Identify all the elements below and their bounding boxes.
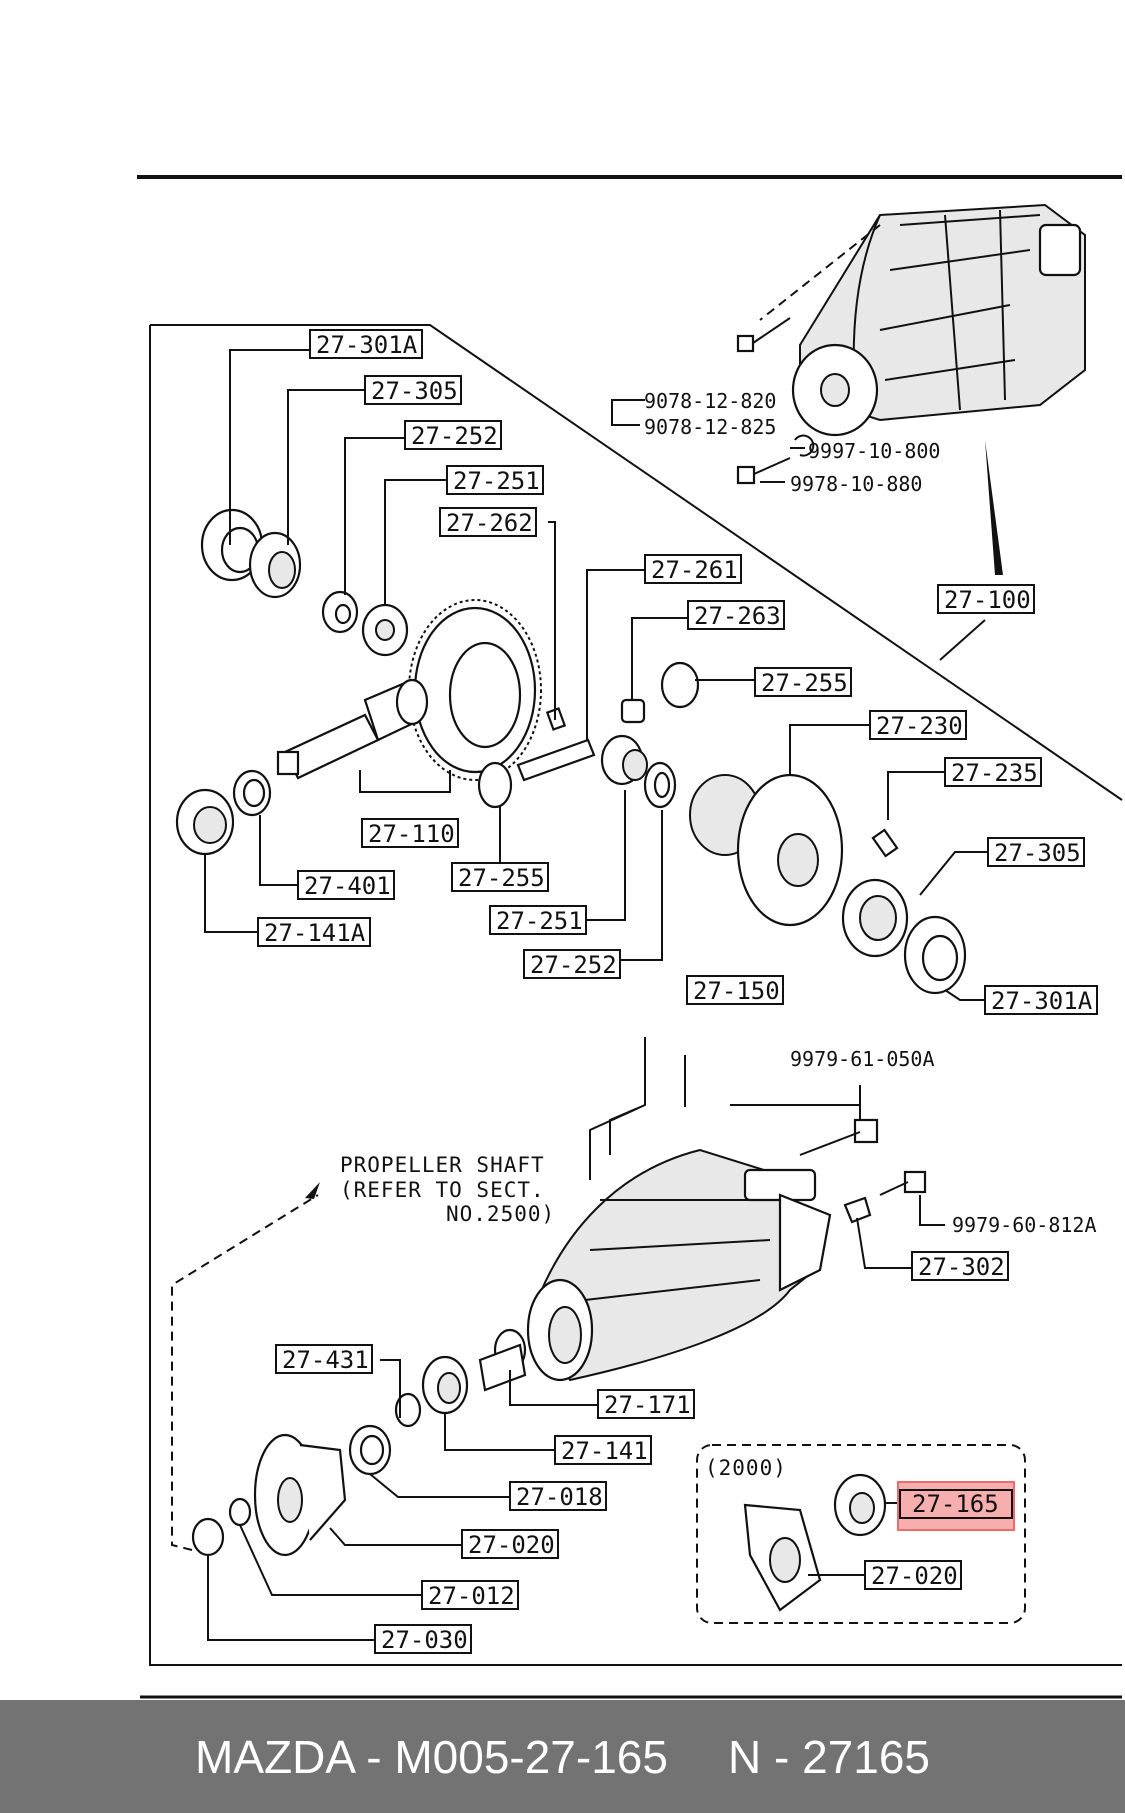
part-label-27-141[interactable]: 27-141 xyxy=(554,1435,652,1465)
svg-text:27-305: 27-305 xyxy=(371,377,458,405)
svg-text:27-302: 27-302 xyxy=(918,1253,1005,1281)
part-label-27-431[interactable]: 27-431 xyxy=(275,1344,373,1374)
svg-text:27-401: 27-401 xyxy=(304,872,391,900)
washer-9997 xyxy=(794,434,815,457)
svg-text:27-252: 27-252 xyxy=(530,951,617,979)
svg-text:27-252: 27-252 xyxy=(411,422,498,450)
svg-text:27-030: 27-030 xyxy=(381,1626,468,1654)
part-label-27-255-mid[interactable]: 27-255 xyxy=(451,862,549,892)
part-label-27-302[interactable]: 27-302 xyxy=(911,1251,1009,1281)
svg-text:27-171: 27-171 xyxy=(604,1391,691,1419)
propeller-note-line3: NO.2500) xyxy=(446,1202,555,1226)
part-label-27-252-mid[interactable]: 27-252 xyxy=(523,949,621,979)
svg-text:27-263: 27-263 xyxy=(694,602,781,630)
part-label-27-165[interactable]: 27-165 xyxy=(899,1489,1013,1519)
side-gear xyxy=(361,603,409,657)
svg-text:27-301A: 27-301A xyxy=(316,331,418,359)
part-label-27-110[interactable]: 27-110 xyxy=(361,818,459,848)
bolt-9979-61 xyxy=(799,1118,879,1156)
footer-number-text: N - 27165 xyxy=(727,1730,930,1783)
propeller-leader xyxy=(171,1194,319,1551)
svg-text:27-020: 27-020 xyxy=(871,1562,958,1590)
bolt-number-5: 9979-61-050A xyxy=(790,1047,935,1071)
part-label-27-262[interactable]: 27-262 xyxy=(439,507,537,537)
part-label-27-141A[interactable]: 27-141A xyxy=(257,917,371,947)
part-label-27-301A-right[interactable]: 27-301A xyxy=(984,985,1098,1015)
part-label-27-305-right[interactable]: 27-305 xyxy=(987,837,1085,867)
part-label-27-255-top[interactable]: 27-255 xyxy=(754,667,852,697)
bearing-outer-race xyxy=(200,508,359,634)
svg-text:27-165: 27-165 xyxy=(912,1490,999,1518)
pinion-gears xyxy=(477,661,700,809)
bolt-number-6: 9979-60-812A xyxy=(952,1213,1097,1237)
part-label-27-252-top[interactable]: 27-252 xyxy=(404,420,502,450)
oil-seal-and-spacer xyxy=(348,1328,527,1476)
part-label-27-261[interactable]: 27-261 xyxy=(644,554,742,584)
arrow-down-icon xyxy=(985,440,1003,575)
svg-text:27-110: 27-110 xyxy=(368,820,455,848)
svg-text:27-261: 27-261 xyxy=(651,556,738,584)
bolt-number-2: 9078-12-825 xyxy=(644,415,776,439)
bolt-number-3: 9997-10-800 xyxy=(808,439,940,463)
footer-bar: MAZDA - M005-27-165 N - 27165 xyxy=(0,1700,1125,1813)
svg-text:27-431: 27-431 xyxy=(282,1346,369,1374)
part-label-27-018[interactable]: 27-018 xyxy=(509,1481,607,1511)
svg-text:27-255: 27-255 xyxy=(761,669,848,697)
carrier-housing-top xyxy=(759,203,1086,437)
part-label-27-301A-top[interactable]: 27-301A xyxy=(309,329,423,359)
svg-text:27-012: 27-012 xyxy=(428,1582,515,1610)
part-label-27-230[interactable]: 27-230 xyxy=(869,710,967,740)
footer-part-text: MAZDA - M005-27-165 xyxy=(195,1730,668,1783)
svg-text:27-301A: 27-301A xyxy=(991,987,1093,1015)
part-label-27-030[interactable]: 27-030 xyxy=(374,1624,472,1654)
part-label-27-251-top[interactable]: 27-251 xyxy=(446,465,544,495)
carrier-housing-bottom xyxy=(526,1148,832,1382)
svg-text:27-141: 27-141 xyxy=(561,1437,648,1465)
svg-text:27-141A: 27-141A xyxy=(264,919,366,947)
svg-text:27-150: 27-150 xyxy=(693,977,780,1005)
variant-box xyxy=(696,1444,1026,1624)
variant-note: (2000) xyxy=(705,1456,787,1480)
svg-text:27-230: 27-230 xyxy=(876,712,963,740)
bolt-9978 xyxy=(736,457,791,485)
pinion-bearing xyxy=(175,769,272,856)
svg-text:27-018: 27-018 xyxy=(516,1483,603,1511)
svg-text:27-262: 27-262 xyxy=(446,509,533,537)
part-label-27-401[interactable]: 27-401 xyxy=(297,870,395,900)
part-label-27-012[interactable]: 27-012 xyxy=(421,1580,519,1610)
svg-text:27-020: 27-020 xyxy=(468,1531,555,1559)
svg-text:27-251: 27-251 xyxy=(496,907,583,935)
svg-text:27-305: 27-305 xyxy=(994,839,1081,867)
propeller-note-line1: PROPELLER SHAFT xyxy=(340,1153,545,1177)
svg-text:27-251: 27-251 xyxy=(453,467,540,495)
part-label-27-020-left[interactable]: 27-020 xyxy=(461,1529,559,1559)
part-label-27-150[interactable]: 27-150 xyxy=(686,975,784,1005)
svg-text:27-235: 27-235 xyxy=(951,759,1038,787)
drive-pinion xyxy=(276,678,429,780)
svg-text:27-100: 27-100 xyxy=(944,586,1031,614)
propeller-note-line2: (REFER TO SECT. xyxy=(340,1178,545,1202)
companion-flange xyxy=(253,1433,347,1557)
bolt-9078 xyxy=(736,317,791,353)
part-label-27-235[interactable]: 27-235 xyxy=(944,757,1042,787)
differential-case xyxy=(689,773,967,995)
variant-flange xyxy=(743,1473,887,1612)
part-label-27-263[interactable]: 27-263 xyxy=(687,600,785,630)
assembly-frame xyxy=(149,324,1123,1666)
bolt-9979-60 xyxy=(879,1170,927,1196)
bolt-number-4: 9978-10-880 xyxy=(790,472,922,496)
part-label-27-100[interactable]: 27-100 xyxy=(937,584,1035,614)
part-label-27-171[interactable]: 27-171 xyxy=(597,1389,695,1419)
svg-text:27-255: 27-255 xyxy=(458,864,545,892)
part-label-27-251-mid[interactable]: 27-251 xyxy=(489,905,587,935)
part-label-27-020-right[interactable]: 27-020 xyxy=(864,1560,962,1590)
ring-gear xyxy=(408,599,542,781)
arrow-icon xyxy=(305,1182,320,1199)
part-label-27-305-top[interactable]: 27-305 xyxy=(364,375,462,405)
bolt-number-1: 9078-12-820 xyxy=(644,389,776,413)
lock-tab xyxy=(843,1196,872,1224)
